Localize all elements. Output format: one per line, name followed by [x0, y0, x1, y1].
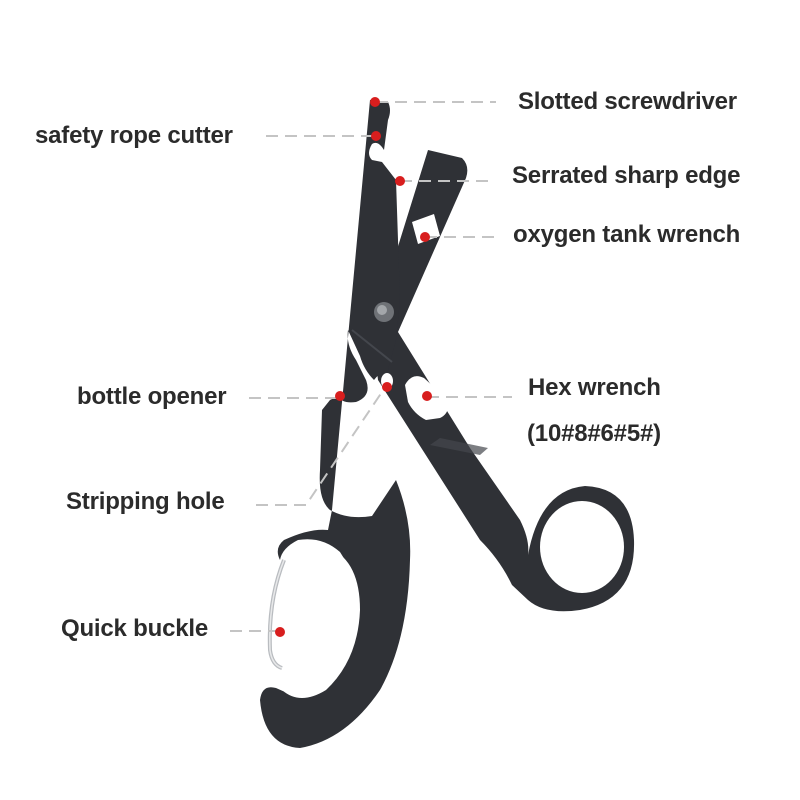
leader-lines — [230, 101, 512, 632]
marker-hex-wrench — [422, 391, 432, 401]
marker-slotted-screwdriver — [370, 97, 380, 107]
marker-safety-rope-cutter — [371, 131, 381, 141]
marker-bottle-opener — [335, 391, 345, 401]
marker-stripping-hole — [382, 382, 392, 392]
label-serrated-sharp-edge: Serrated sharp edge — [512, 162, 741, 189]
marker-oxygen-tank-wrench — [420, 232, 430, 242]
label-slotted-screwdriver: Slotted screwdriver — [518, 88, 737, 115]
marker-quick-buckle — [275, 627, 285, 637]
label-hex-wrench: Hex wrench — [528, 374, 661, 401]
label-stripping-hole: Stripping hole — [66, 488, 225, 515]
label-oxygen-tank-wrench: oxygen tank wrench — [513, 221, 741, 248]
marker-serrated-sharp-edge — [395, 176, 405, 186]
label-hex-wrench-sizes: (10#8#6#5#) — [527, 420, 661, 447]
label-bottle-opener: bottle opener — [77, 383, 227, 410]
callout-markers — [275, 97, 432, 637]
left-blade-and-handle — [260, 100, 411, 748]
right-blade-and-handle — [372, 150, 635, 612]
label-quick-buckle: Quick buckle — [61, 615, 208, 642]
label-safety-rope-cutter: safety rope cutter — [35, 122, 233, 149]
